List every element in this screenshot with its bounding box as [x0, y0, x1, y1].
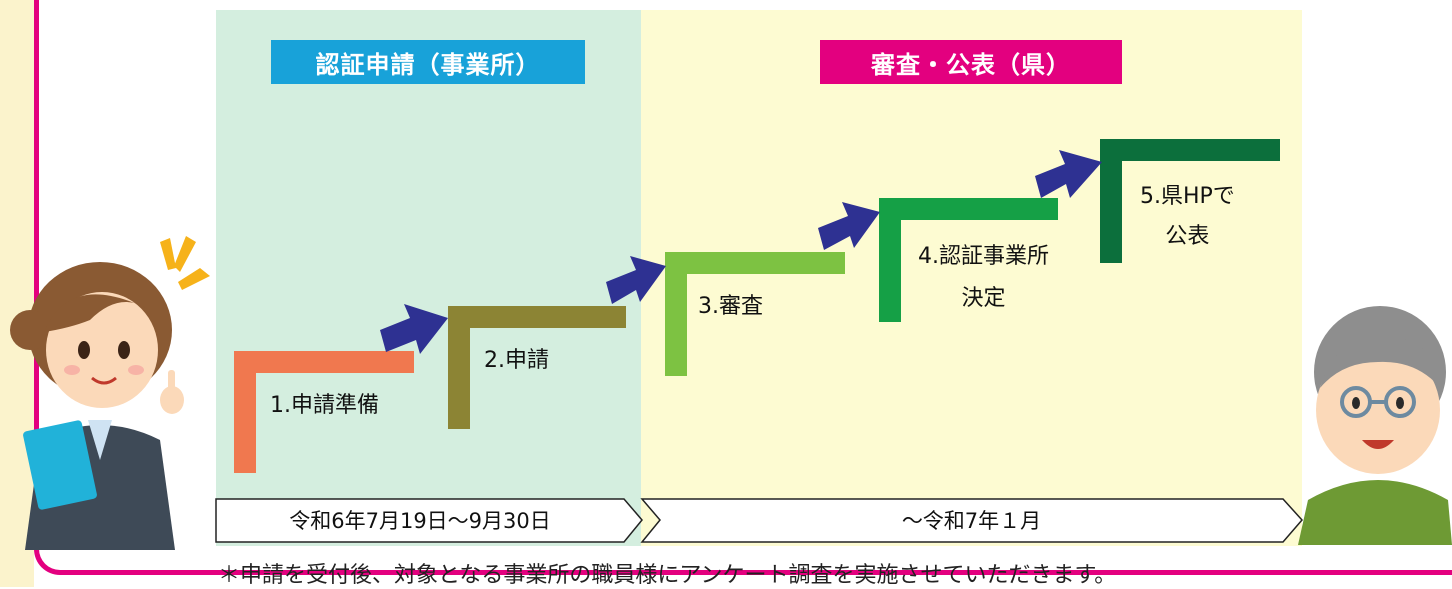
step-2-marker — [448, 306, 626, 429]
step-1-marker — [234, 351, 414, 473]
step-2-label: 2.申請 — [484, 348, 549, 373]
application-phase-panel — [216, 10, 641, 546]
review-phase-panel — [641, 10, 1302, 546]
arrow-2-icon — [606, 256, 666, 304]
timeline-period-review: ～令和7年１月 — [901, 509, 1042, 533]
step-5-marker — [1100, 139, 1280, 263]
arrow-4-icon — [1035, 150, 1102, 198]
page-frame — [34, 0, 1452, 575]
step-1-label: 1.申請準備 — [270, 393, 379, 418]
step-3-label: 3.審査 — [698, 294, 763, 319]
woman-illustration — [10, 236, 210, 550]
arrow-1-icon — [380, 304, 448, 354]
step-3-marker — [665, 252, 845, 376]
elderly-man-illustration — [1298, 306, 1452, 545]
left-strip — [0, 0, 34, 587]
step-4-label: 4.認証事業所 決定 — [918, 244, 1049, 311]
review-phase-header: 審査・公表（県） — [820, 40, 1122, 84]
timeline-period-apply: 令和6年7月19日～9月30日 — [289, 509, 551, 533]
footnote: ＊申請を受付後、対象となる事業所の職員様にアンケート調査を実施させていただきます… — [218, 563, 1117, 588]
timeline-period-review-shape — [640, 498, 1304, 543]
step-5-label: 5.県HPで 公表 — [1140, 184, 1235, 249]
application-phase-header: 認証申請（事業所） — [271, 40, 585, 84]
timeline-period-apply-shape — [215, 498, 643, 543]
arrow-3-icon — [818, 202, 880, 250]
step-4-marker — [879, 198, 1058, 322]
